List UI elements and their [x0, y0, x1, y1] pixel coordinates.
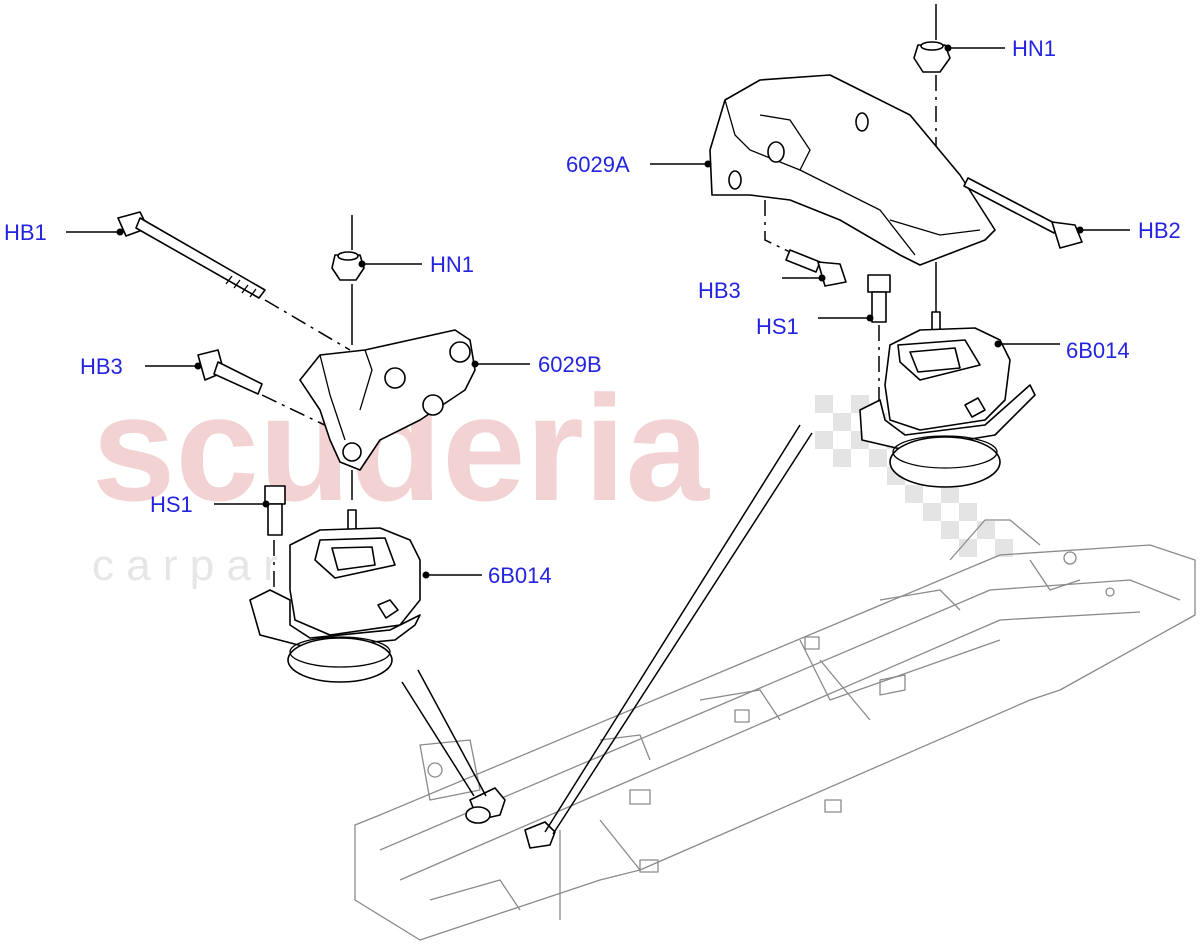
callout-hb1-left: HB1 — [4, 220, 47, 245]
pointer-line — [552, 432, 813, 835]
pointer-line — [417, 669, 487, 797]
engine-mount-6b014-right — [859, 311, 1036, 488]
long-bolt-hb2 — [963, 177, 1083, 249]
centerline — [264, 299, 351, 351]
callout-6b014-left: 6B014 — [488, 563, 552, 588]
callout-hs1-left: HS1 — [150, 492, 193, 517]
bracket-6029a — [709, 74, 996, 266]
pointer-line — [401, 681, 475, 797]
flange-nut-hn1-right — [913, 41, 951, 73]
callout-6b014-right: 6B014 — [1066, 338, 1130, 363]
callout-hb3-left: HB3 — [80, 354, 123, 379]
callout-labels: HB1 HN1 HB3 6029B HS1 6B014 HN1 6029A HB… — [4, 36, 1181, 588]
centerline — [261, 394, 336, 431]
callout-hb2-right: HB2 — [1138, 218, 1181, 243]
callout-6029b: 6029B — [538, 352, 602, 377]
bolt-hb3-right — [785, 249, 847, 287]
engine-mount-6b014-left — [249, 509, 421, 683]
callout-hn1-left: HN1 — [430, 252, 474, 277]
callout-6029a: 6029A — [566, 152, 630, 177]
pointer-line — [544, 424, 801, 833]
centerline — [764, 200, 791, 253]
frame-mount-left — [465, 787, 506, 824]
screw-hs1-right — [867, 274, 891, 323]
callout-hs1-right: HS1 — [756, 314, 799, 339]
callout-hb3-right: HB3 — [698, 278, 741, 303]
long-bolt-hb1 — [117, 211, 266, 299]
chassis-frame — [354, 519, 1196, 941]
flange-nut-hn1 — [331, 251, 365, 281]
callout-leaders — [66, 44, 1130, 579]
callout-hn1-right: HN1 — [1012, 36, 1056, 61]
watermark: scuderia c a r p a r t s — [92, 364, 1013, 590]
bolt-hb3-left — [197, 349, 263, 395]
screw-hs1-left — [264, 485, 286, 536]
frame-mount-right — [524, 821, 556, 849]
bracket-6029b — [299, 329, 476, 471]
